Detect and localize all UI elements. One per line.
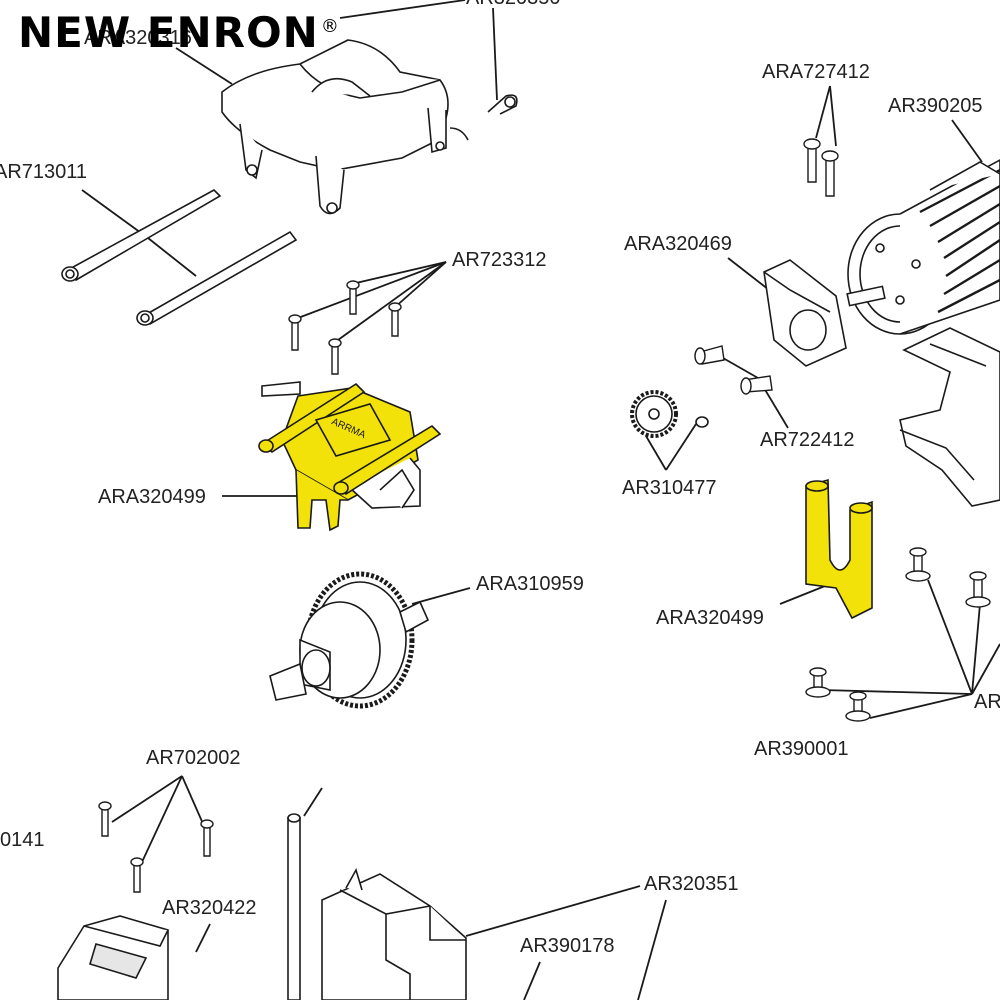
gearbox-mount-part	[900, 328, 1000, 506]
label-battery-tray: AR320351	[644, 873, 739, 895]
motor-part	[847, 160, 1000, 334]
pinion-part	[632, 392, 708, 436]
leader-lines	[81, 0, 1000, 1000]
label-top-left-partial: ARA320316	[84, 27, 192, 49]
label-screws-b: AR702002	[146, 747, 241, 769]
screws-b-part	[99, 802, 213, 892]
label-post: AR390178	[520, 935, 615, 957]
brand-watermark: NEW ENRON®	[18, 8, 340, 57]
registered-mark: ®	[320, 16, 340, 37]
label-top-cut: AR320350	[466, 0, 561, 9]
yellow-brace-part	[806, 480, 872, 618]
label-cover: AR320422	[162, 897, 257, 919]
label-right-cut: AR390010	[974, 691, 1000, 713]
label-motor: AR390205	[888, 95, 983, 117]
label-left-cut: AR390141	[0, 829, 45, 851]
label-mount: ARA320469	[624, 233, 732, 255]
label-brace-yellow: ARA320499	[656, 607, 764, 629]
differential-part	[270, 574, 428, 706]
post-part	[288, 814, 300, 1000]
brand-name: NEW ENRON	[18, 8, 319, 57]
screws-c-part	[804, 139, 838, 196]
r-clip-part	[488, 95, 517, 114]
label-rod: AR713011	[0, 161, 87, 183]
label-chassis-yellow: ARA320499	[98, 486, 206, 508]
label-screws-c: ARA727412	[762, 61, 870, 83]
motor-mount-part	[764, 260, 846, 366]
label-pins: AR722412	[760, 429, 855, 451]
hinge-rods-part	[62, 190, 296, 325]
yellow-chassis-part: ARRMA	[259, 382, 440, 530]
upper-brace-part	[222, 40, 468, 214]
label-diff: ARA310959	[476, 573, 584, 595]
screws-d-part	[806, 548, 990, 721]
label-screws-d: AR390001	[754, 738, 849, 760]
battery-tray-part	[322, 870, 466, 1000]
label-screws-a: AR723312	[452, 249, 547, 271]
cover-part	[58, 916, 168, 1000]
pins-part	[695, 346, 772, 394]
screws-a-part	[289, 281, 401, 374]
label-pinion: AR310477	[622, 477, 717, 499]
